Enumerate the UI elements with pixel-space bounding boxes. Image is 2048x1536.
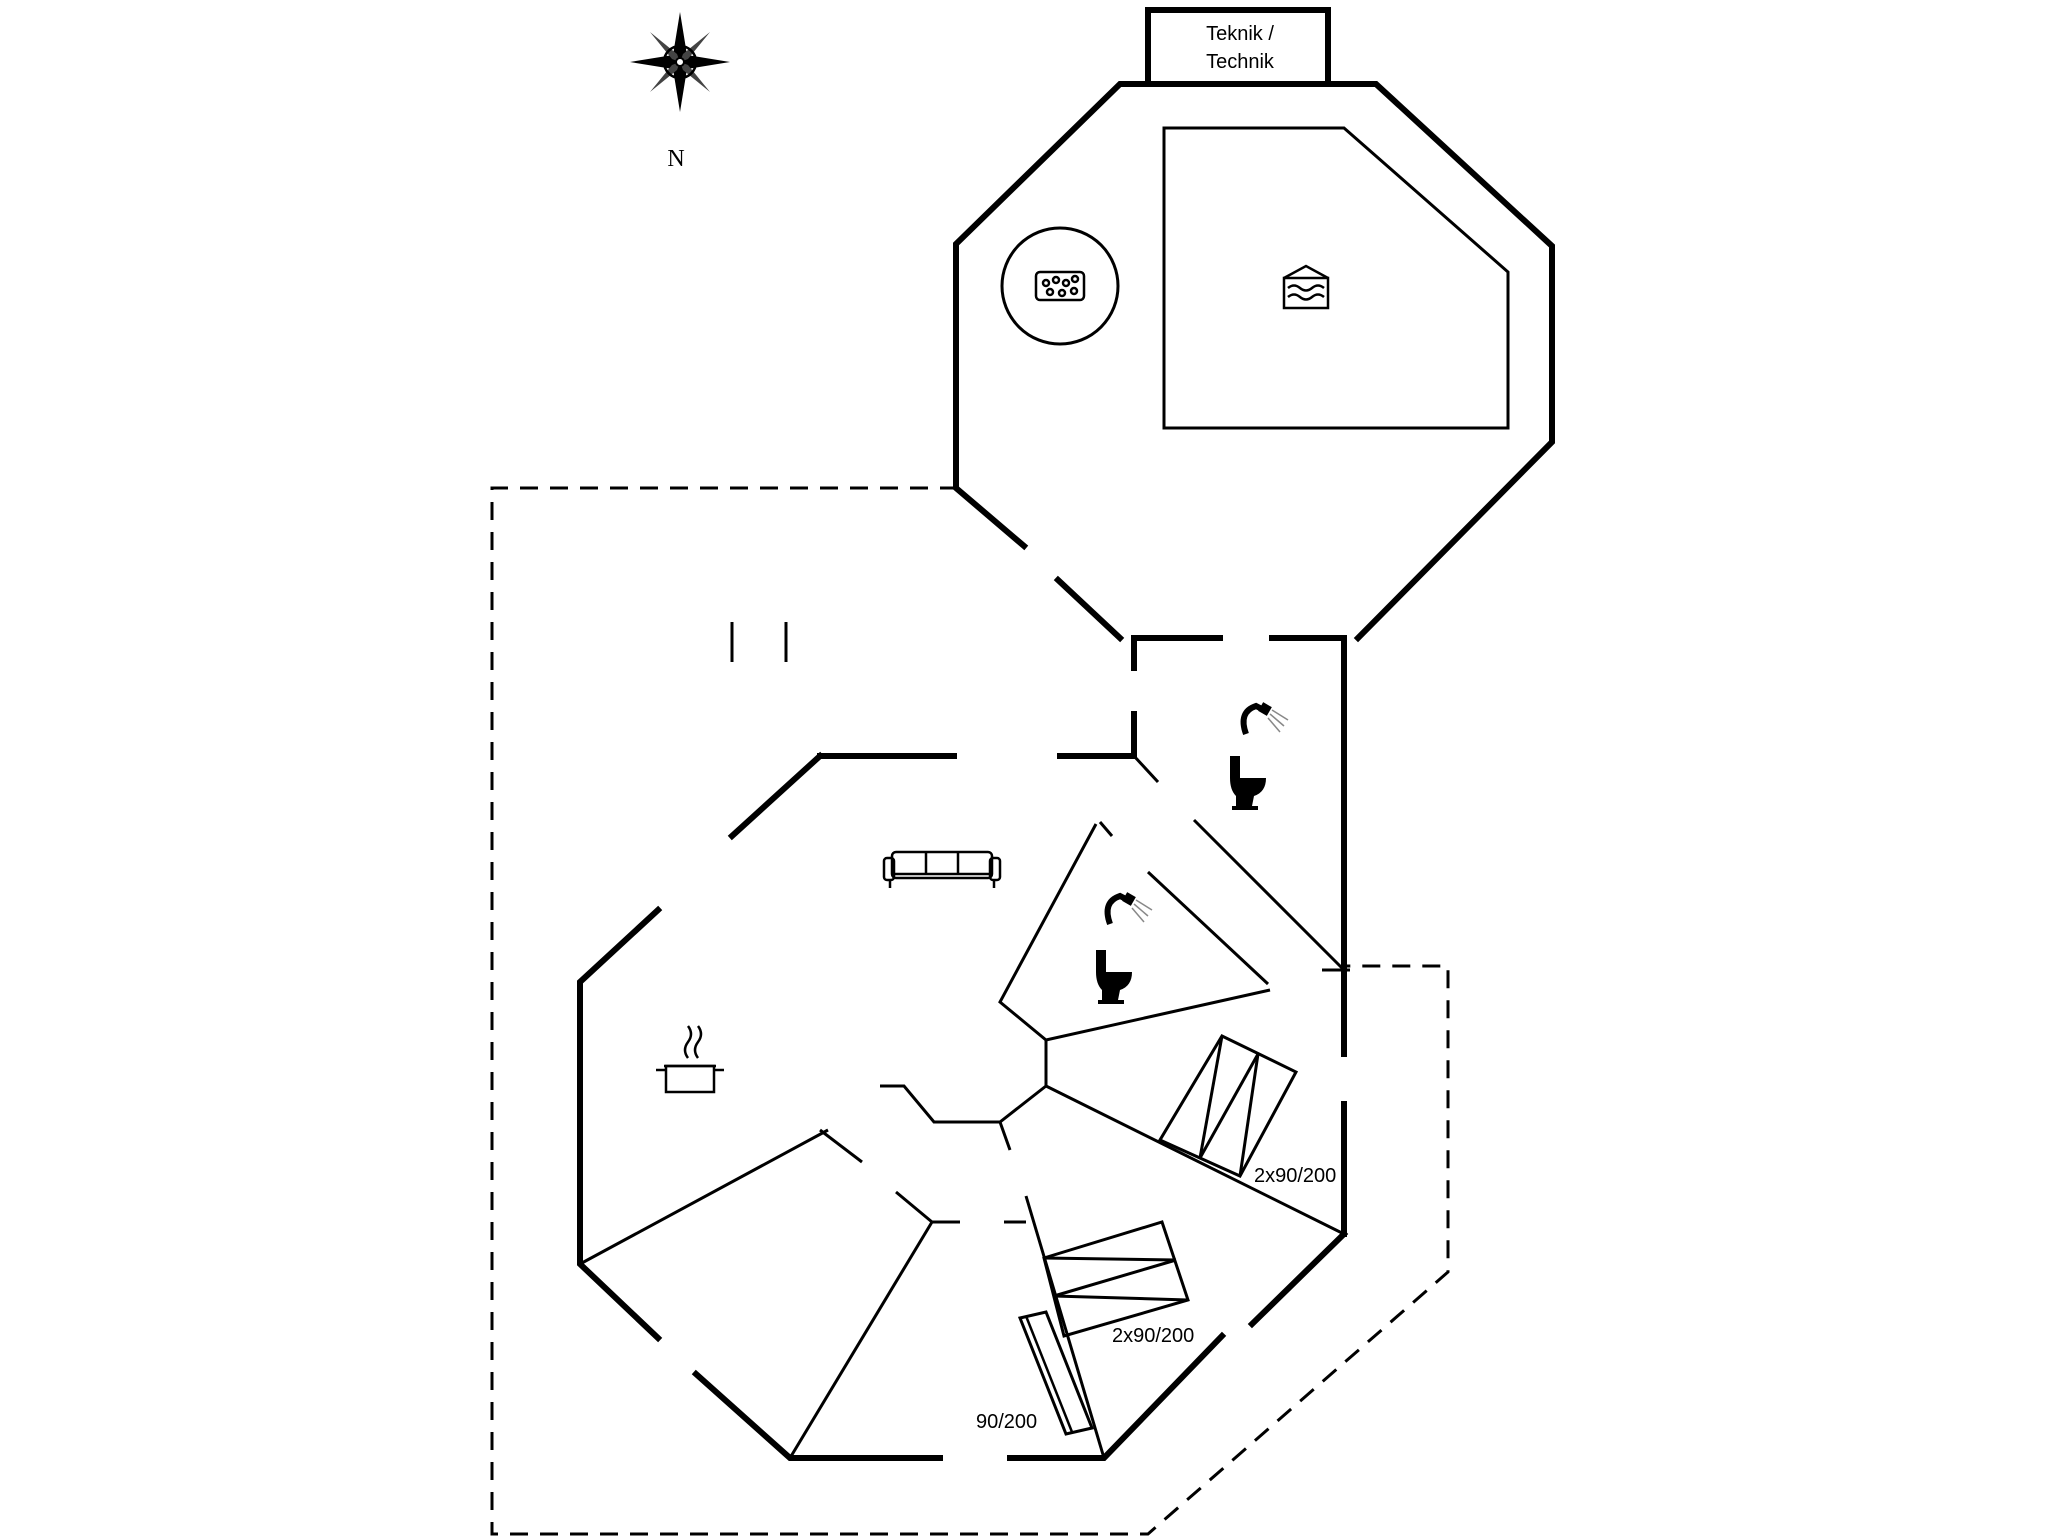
north-label: N [667,146,684,172]
cooking-pot-icon [656,1025,724,1094]
bed-right-label: 2x90/200 [1254,1165,1336,1187]
compass-icon [630,12,730,112]
technik-room [1145,7,1331,87]
pool [1162,126,1510,430]
technik-label-line2: Technik [1206,51,1275,73]
pool-hall-walls [953,81,1555,643]
bed-single [1017,1310,1095,1436]
bed-single-label: 90/200 [976,1411,1037,1433]
shower-icon [1104,892,1153,926]
bed-right [1157,1034,1299,1178]
whirlpool-icon [1034,270,1086,302]
sofa-icon [882,850,1002,888]
bed-bottom-label: 2x90/200 [1112,1325,1194,1347]
toilet-icon [1096,950,1132,1004]
interior-walls [579,821,1345,1459]
whirlpool [1000,226,1120,346]
technik-label-line1: Teknik / [1206,23,1274,45]
terrace-outline [490,486,1450,1536]
main-house-walls [577,751,1349,1461]
shower-icon [1240,702,1289,736]
pool-icon [1282,264,1330,310]
toilet-icon [1230,756,1266,810]
wall-marks [730,622,788,662]
bed-bottom [1042,1220,1190,1338]
